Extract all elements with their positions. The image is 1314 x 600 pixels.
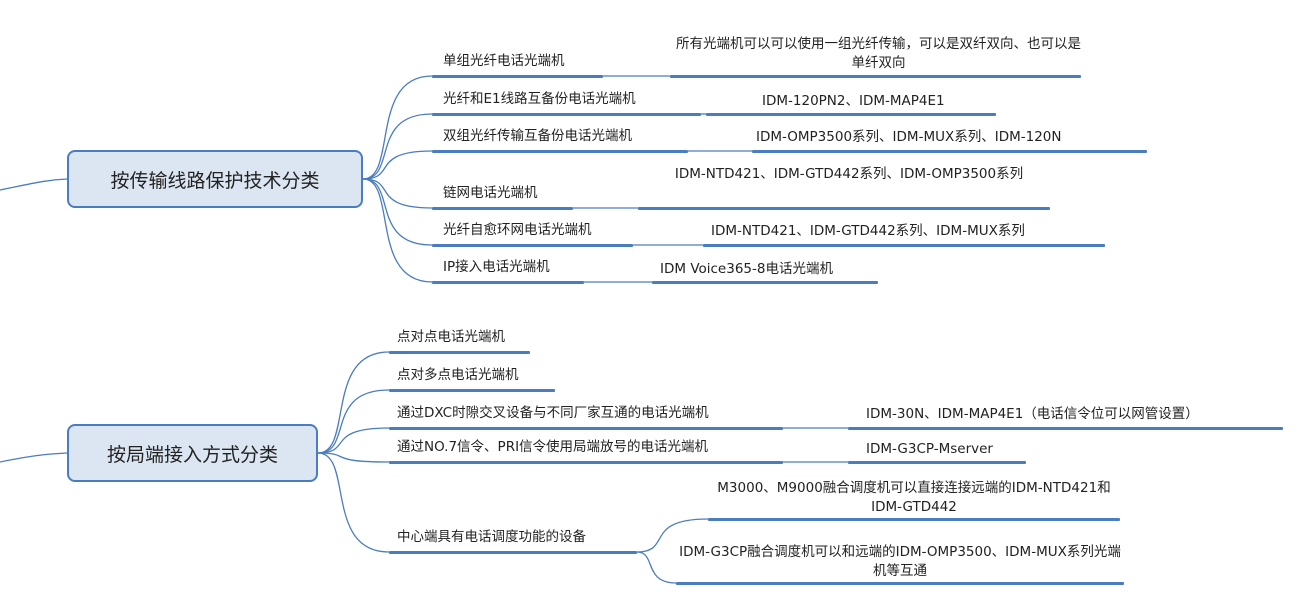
branch-connector bbox=[317, 427, 390, 454]
child-node[interactable]: 中心端具有电话调度功能的设备 bbox=[397, 529, 586, 545]
detail-underline bbox=[638, 207, 1050, 210]
branch-connector bbox=[317, 351, 390, 454]
child-node[interactable]: 通过NO.7信令、PRI信令使用局端放号的电话光端机 bbox=[397, 439, 709, 455]
detail-underline bbox=[706, 113, 996, 116]
detail-node[interactable]: IDM-NTD421、IDM-GTD442系列、IDM-OMP3500系列 bbox=[674, 166, 1024, 182]
detail-node[interactable]: IDM Voice365-8电话光端机 bbox=[660, 261, 833, 277]
detail-underline bbox=[848, 427, 1283, 430]
child-underline bbox=[389, 351, 530, 354]
branch-connector bbox=[317, 452, 390, 463]
detail-node[interactable]: IDM-30N、IDM-MAP4E1（电话信令位可以网管设置） bbox=[866, 406, 1199, 422]
sub-detail-connector bbox=[636, 551, 677, 584]
detail-underline bbox=[670, 75, 1081, 78]
child-underline bbox=[432, 113, 701, 116]
root-connector bbox=[0, 178, 68, 191]
branch-node-transmission-protection[interactable]: 按传输线路保护技术分类 bbox=[67, 150, 363, 208]
child-underline bbox=[432, 244, 633, 247]
child-node[interactable]: IP接入电话光端机 bbox=[443, 259, 550, 275]
branch-connector bbox=[362, 75, 433, 180]
branch-connector bbox=[362, 150, 433, 180]
child-node[interactable]: 链网电话光端机 bbox=[443, 185, 538, 201]
branch-connector bbox=[362, 178, 433, 283]
detail-node[interactable]: IDM-G3CP融合调度机可以和远端的IDM-OMP3500、IDM-MUX系列… bbox=[679, 544, 1121, 579]
child-node[interactable]: 光纤自愈环网电话光端机 bbox=[443, 222, 592, 238]
child-underline bbox=[432, 281, 584, 284]
branch-connector bbox=[317, 452, 390, 553]
child-node[interactable]: 单组光纤电话光端机 bbox=[443, 53, 565, 69]
root-connector bbox=[0, 452, 68, 463]
branch-connector bbox=[362, 178, 433, 246]
detail-node[interactable]: M3000、M9000融合调度机可以直接连接远端的IDM-NTD421和IDM-… bbox=[717, 480, 1111, 515]
branch-title: 按局端接入方式分类 bbox=[106, 443, 278, 466]
child-underline bbox=[389, 551, 637, 554]
detail-node[interactable]: IDM-NTD421、IDM-GTD442系列、IDM-MUX系列 bbox=[711, 223, 1025, 239]
detail-node[interactable]: IDM-G3CP-Mserver bbox=[866, 441, 993, 457]
branch-connector bbox=[362, 178, 433, 209]
branch-connector bbox=[317, 389, 390, 454]
detail-underline bbox=[676, 582, 1124, 585]
child-underline bbox=[389, 461, 783, 464]
detail-node[interactable]: IDM-OMP3500系列、IDM-MUX系列、IDM-120N bbox=[756, 129, 1062, 145]
child-underline bbox=[389, 427, 783, 430]
child-underline bbox=[432, 207, 573, 210]
detail-underline bbox=[752, 150, 1147, 153]
detail-node[interactable]: 所有光端机可以可以使用一组光纤传输，可以是双纤双向、也可以是单纤双向 bbox=[676, 36, 1081, 71]
branch-connector bbox=[362, 113, 433, 180]
child-node[interactable]: 光纤和E1线路互备份电话光端机 bbox=[443, 91, 636, 107]
child-underline bbox=[432, 150, 688, 153]
sub-detail-connector bbox=[636, 518, 709, 553]
child-node[interactable]: 点对点电话光端机 bbox=[397, 329, 505, 345]
detail-underline bbox=[708, 518, 1120, 521]
child-underline bbox=[432, 75, 603, 78]
child-underline bbox=[389, 389, 555, 392]
detail-underline bbox=[703, 244, 1105, 247]
child-node[interactable]: 双组光纤传输互备份电话光端机 bbox=[443, 128, 632, 144]
detail-underline bbox=[848, 461, 1026, 464]
child-node[interactable]: 通过DXC时隙交叉设备与不同厂家互通的电话光端机 bbox=[397, 405, 709, 421]
detail-node[interactable]: IDM-120PN2、IDM-MAP4E1 bbox=[762, 93, 945, 109]
child-node[interactable]: 点对多点电话光端机 bbox=[397, 367, 519, 383]
branch-node-access-method[interactable]: 按局端接入方式分类 bbox=[67, 424, 318, 482]
branch-title: 按传输线路保护技术分类 bbox=[110, 169, 320, 192]
detail-underline bbox=[652, 281, 878, 284]
